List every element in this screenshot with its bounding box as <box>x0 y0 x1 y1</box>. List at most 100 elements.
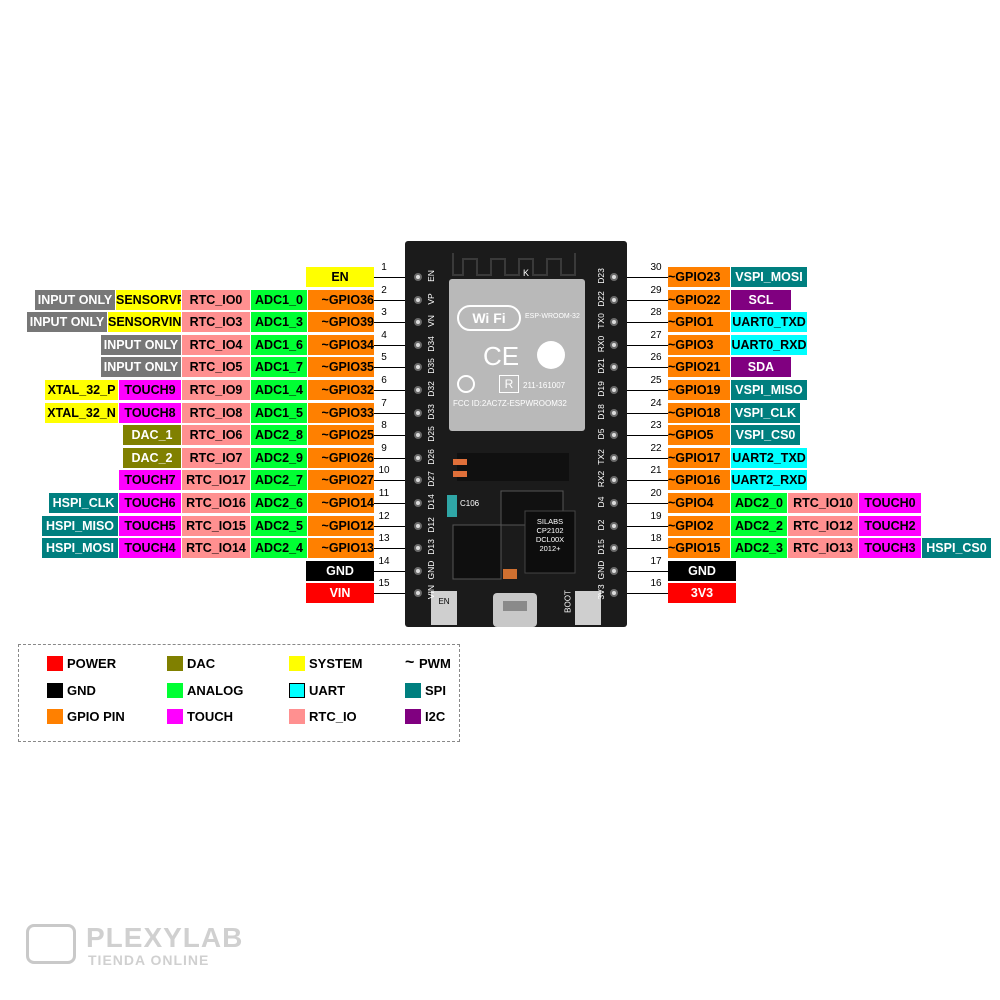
right-pin-24-label-0: ~GPIO18 <box>668 403 730 423</box>
en-button-label: EN <box>438 597 450 606</box>
left-pin-2-label-0: ~GPIO36 <box>308 290 374 310</box>
left-pin-8-label-3: DAC_1 <box>123 425 181 445</box>
left-pin-4-label-2: RTC_IO4 <box>182 335 250 355</box>
left-header-hole-14 <box>414 567 422 575</box>
left-pin-9-label-0: ~GPIO26 <box>308 448 374 468</box>
right-pin-lead-16 <box>626 593 668 594</box>
right-pin-21-label-0: ~GPIO16 <box>668 470 730 490</box>
left-pin-8-label-1: ADC2_8 <box>251 425 307 445</box>
right-pin-lead-19 <box>626 526 668 527</box>
right-pin-lead-27 <box>626 345 668 346</box>
right-header-hole-29 <box>610 296 618 304</box>
left-pin-9-label-3: DAC_2 <box>123 448 181 468</box>
right-pin-20-label-3: TOUCH0 <box>859 493 921 513</box>
right-pin-lead-22 <box>626 458 668 459</box>
left-pin-10-label-0: ~GPIO27 <box>308 470 374 490</box>
left-pin-12-label-4: HSPI_MISO <box>42 516 118 536</box>
right-pin-25-label-1: VSPI_MISO <box>731 380 807 400</box>
left-pin-lead-13 <box>374 548 414 549</box>
usb-uart-chip <box>524 510 576 574</box>
right-header-hole-30 <box>610 273 618 281</box>
right-pin-27-label-1: UART0_RXD <box>731 335 807 355</box>
left-header-hole-8 <box>414 431 422 439</box>
legend-swatch-power <box>47 656 63 671</box>
left-silk-15: VIN <box>426 584 436 600</box>
left-pin-number-15: 15 <box>378 578 390 589</box>
right-header-hole-20 <box>610 499 618 507</box>
left-header-hole-13 <box>414 544 422 552</box>
right-pin-number-19: 19 <box>650 511 662 522</box>
chip-line-4: 2012+ <box>539 544 561 553</box>
rf-shield <box>449 279 585 431</box>
left-pin-13-label-2: RTC_IO14 <box>182 538 250 558</box>
right-pin-26-label-0: ~GPIO21 <box>668 357 730 377</box>
left-pin-12-label-2: RTC_IO15 <box>182 516 250 536</box>
left-header-hole-12 <box>414 522 422 530</box>
left-pin-3-label-4: INPUT ONLY <box>27 312 107 332</box>
right-pin-lead-24 <box>626 413 668 414</box>
usb-uart-chip-text: SILABS CP2102 DCL00X 2012+ <box>527 517 573 553</box>
left-pin-number-10: 10 <box>378 465 390 476</box>
right-pin-19-label-1: ADC2_2 <box>731 516 787 536</box>
left-pin-number-5: 5 <box>381 352 387 363</box>
left-header-hole-7 <box>414 409 422 417</box>
right-pin-number-27: 27 <box>650 330 662 341</box>
left-pin-lead-14 <box>374 571 414 572</box>
right-pin-number-18: 18 <box>650 533 662 544</box>
left-pin-6-label-4: XTAL_32_P <box>45 380 118 400</box>
right-pin-18-label-0: ~GPIO15 <box>668 538 730 558</box>
left-pin-1-label-0: EN <box>306 267 374 287</box>
legend-label-analog: ANALOG <box>187 683 244 698</box>
right-pin-20-label-1: ADC2_0 <box>731 493 787 513</box>
left-header-hole-6 <box>414 386 422 394</box>
right-pin-lead-21 <box>626 480 668 481</box>
legend-swatch-i2c <box>405 709 421 724</box>
wifi-logo-text: Wi Fi <box>472 310 506 326</box>
right-header-hole-17 <box>610 567 618 575</box>
right-pin-number-29: 29 <box>650 285 662 296</box>
left-pin-lead-8 <box>374 435 414 436</box>
chip-line-1: SILABS <box>536 517 564 526</box>
left-pin-13-label-1: ADC2_4 <box>251 538 307 558</box>
espressif-icon <box>537 341 565 369</box>
capacitor-label: C106 <box>460 499 480 508</box>
left-pin-6-label-3: TOUCH9 <box>119 380 181 400</box>
right-pin-22-label-1: UART2_TXD <box>731 448 807 468</box>
legend-pwm-symbol: ~ <box>405 654 415 671</box>
legend-label-rtc: RTC_IO <box>309 709 357 724</box>
boot-button-label: BOOT <box>563 590 573 613</box>
left-pin-5-label-0: ~GPIO35 <box>308 357 374 377</box>
left-header-hole-3 <box>414 318 422 326</box>
left-pin-4-label-1: ADC1_6 <box>251 335 307 355</box>
left-pin-lead-15 <box>374 593 414 594</box>
right-pin-25-label-0: ~GPIO19 <box>668 380 730 400</box>
left-pin-2-label-4: INPUT ONLY <box>35 290 115 310</box>
left-pin-12-label-1: ADC2_5 <box>251 516 307 536</box>
legend-swatch-rtc <box>289 709 305 724</box>
left-header-hole-9 <box>414 454 422 462</box>
legend-label-gpio: GPIO PIN <box>67 709 125 724</box>
legend-swatch-touch <box>167 709 183 724</box>
left-pin-lead-11 <box>374 503 414 504</box>
left-pin-number-11: 11 <box>378 488 390 499</box>
right-pin-30-label-1: VSPI_MOSI <box>731 267 807 287</box>
right-pin-22-label-0: ~GPIO17 <box>668 448 730 468</box>
right-pin-number-25: 25 <box>650 375 662 386</box>
legend-swatch-analog <box>167 683 183 698</box>
left-pin-6-label-0: ~GPIO32 <box>308 380 374 400</box>
capacitor <box>447 495 457 517</box>
right-pin-lead-29 <box>626 300 668 301</box>
regulator-chip <box>452 524 502 580</box>
left-pin-number-3: 3 <box>381 307 387 318</box>
right-pin-lead-18 <box>626 548 668 549</box>
left-pin-11-label-2: RTC_IO16 <box>182 493 250 513</box>
left-pin-11-label-0: ~GPIO14 <box>308 493 374 513</box>
left-pin-11-label-3: TOUCH6 <box>119 493 181 513</box>
right-pin-lead-30 <box>626 277 668 278</box>
legend-swatch-gpio <box>47 709 63 724</box>
legend-label-system: SYSTEM <box>309 656 363 671</box>
en-button-body <box>431 591 457 625</box>
r-mark: R <box>499 375 519 393</box>
right-pin-23-label-0: ~GPIO5 <box>668 425 730 445</box>
